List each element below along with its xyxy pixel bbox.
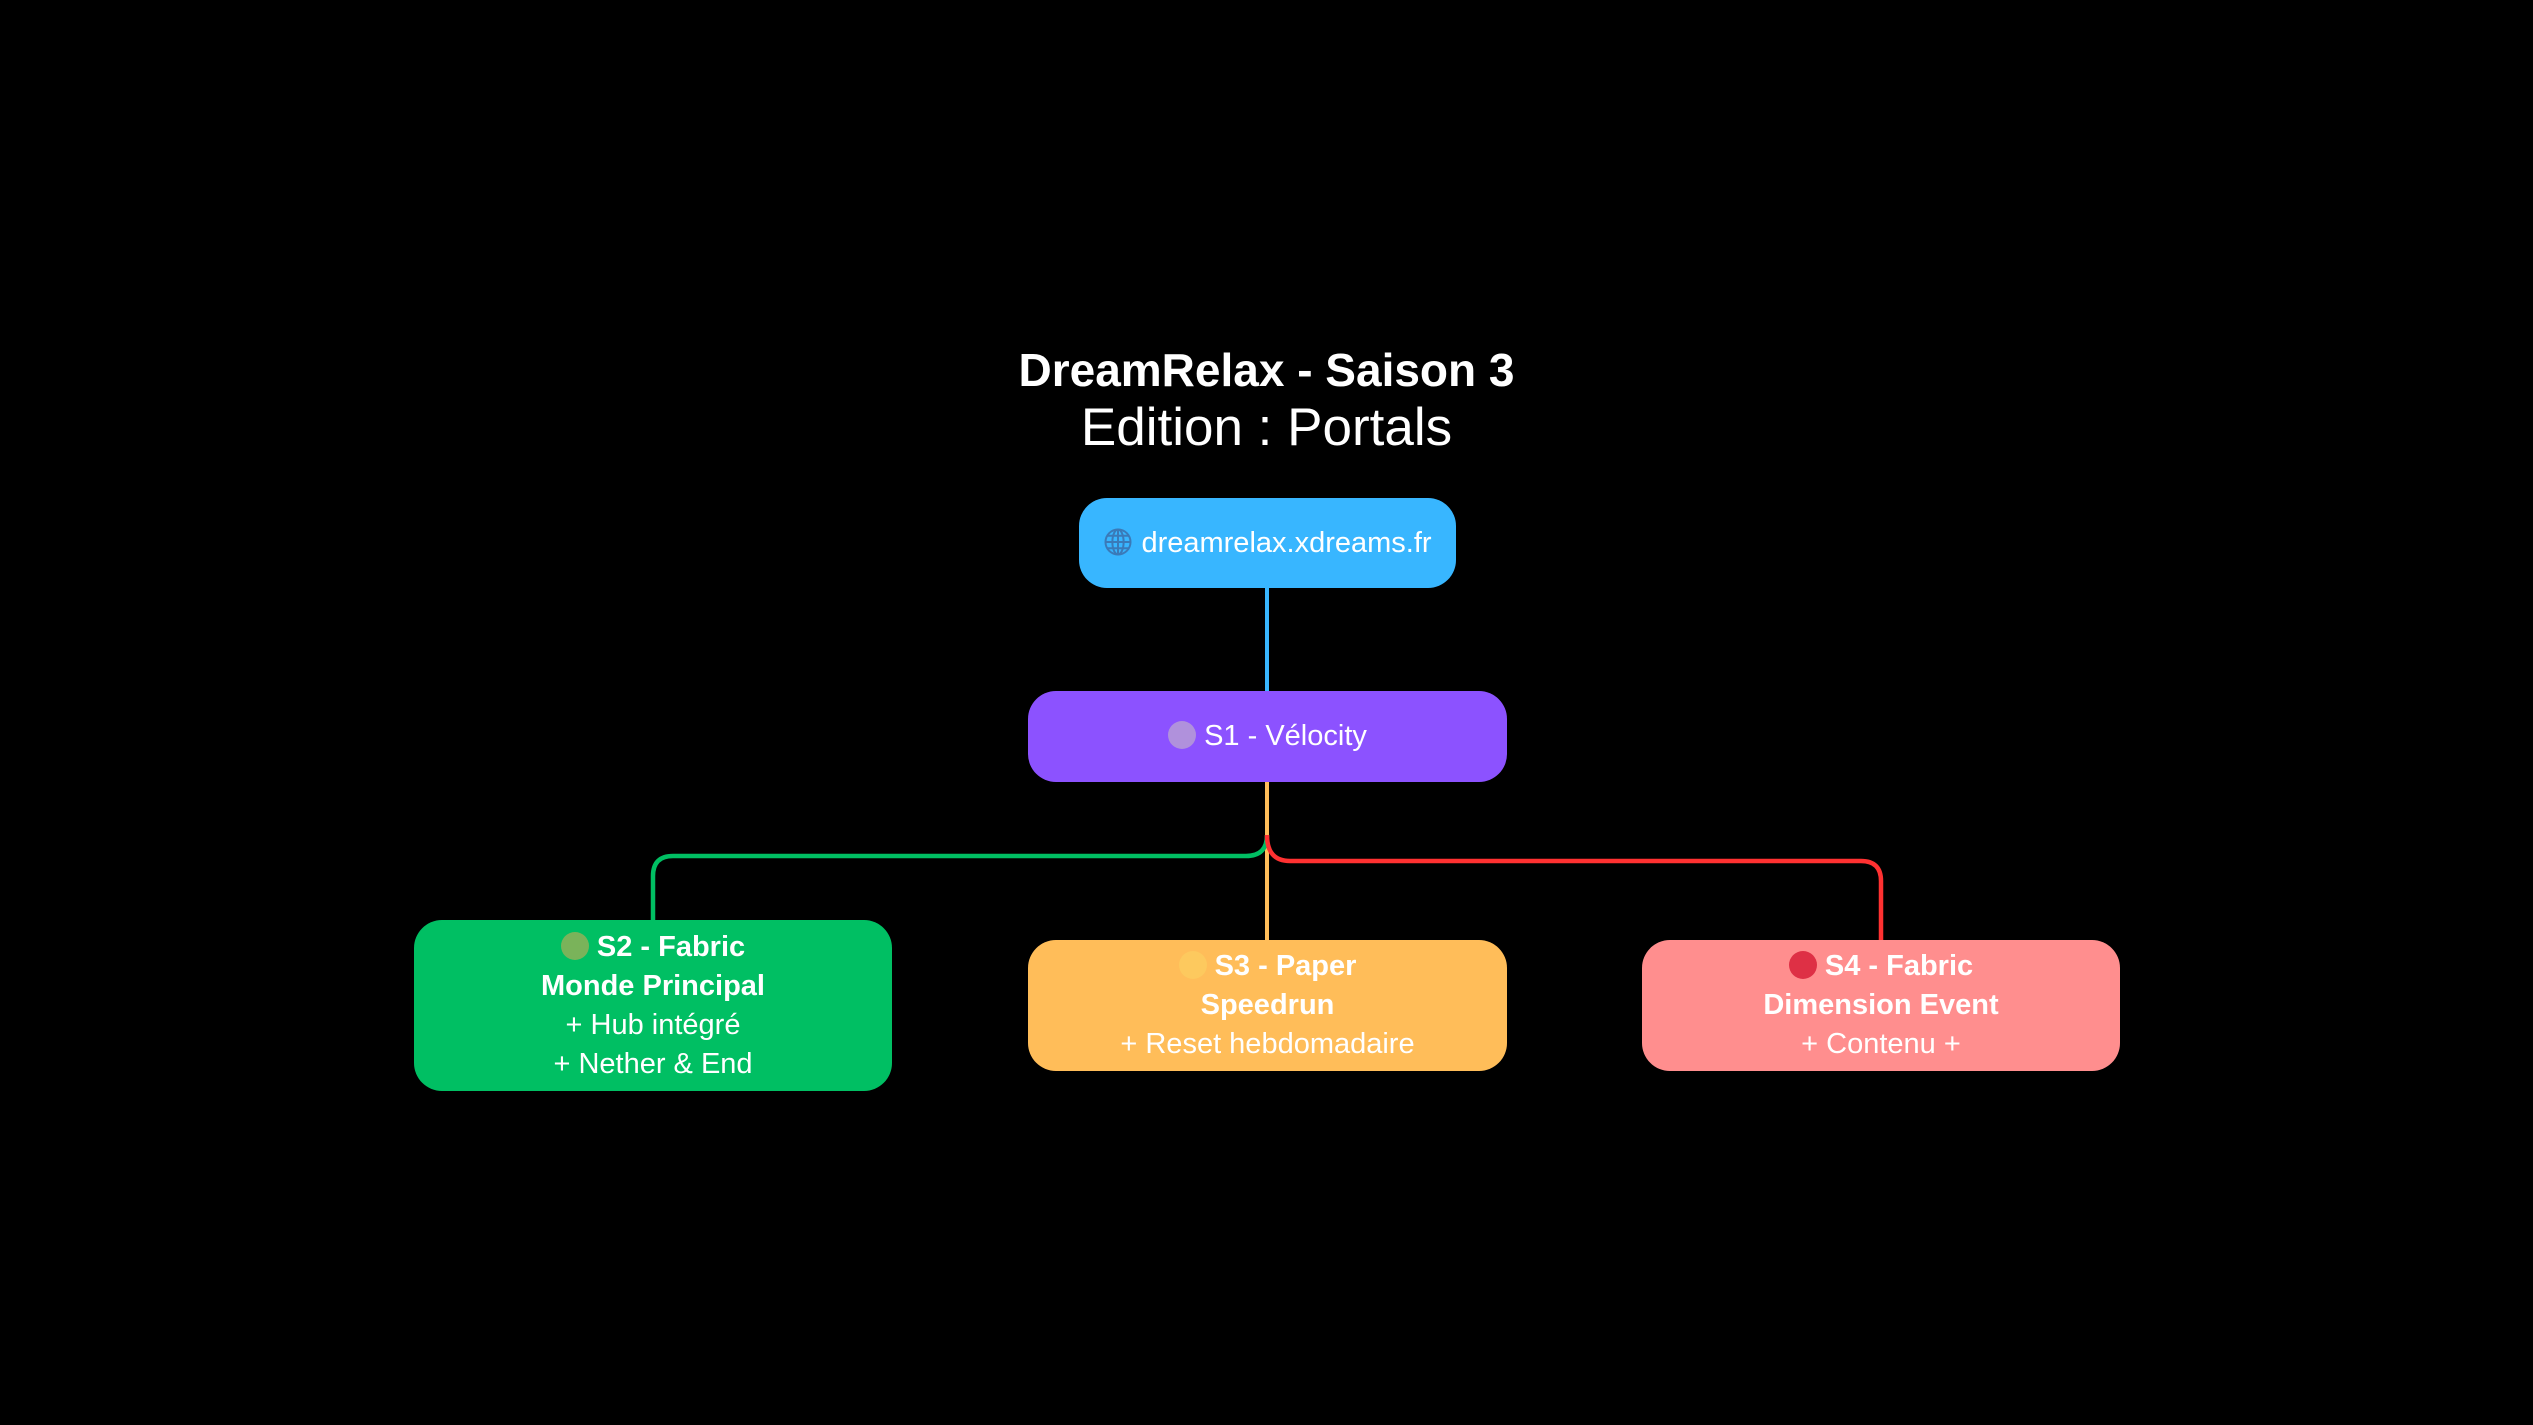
- s1-node-label: S1 - Vélocity: [1204, 720, 1367, 752]
- s2-node-line: + Nether & End: [553, 1047, 753, 1080]
- globe-icon: [1104, 528, 1132, 555]
- s4-node-subtitle: Dimension Event: [1763, 989, 1999, 1021]
- link-s1-s4: [1264, 834, 1884, 940]
- s4-node-title: S4 - Fabric: [1824, 950, 1974, 982]
- s4-node[interactable]: S4 - Fabric Dimension Event + Contenu +: [1642, 940, 2120, 1071]
- s3-node-title: S3 - Paper: [1214, 950, 1357, 982]
- circle-icon: [560, 931, 589, 960]
- root-node-website[interactable]: dreamrelax.xdreams.fr: [1079, 498, 1456, 588]
- s4-node-line: + Contenu +: [1801, 1028, 1961, 1060]
- s3-node-line: + Reset hebdomadaire: [1120, 1028, 1415, 1060]
- diagram-title: DreamRelax - Saison 3: [1018, 344, 1515, 396]
- link-s1-s2: [650, 834, 1270, 920]
- circle-icon: [1788, 951, 1817, 979]
- s3-node-subtitle: Speedrun: [1200, 989, 1335, 1021]
- s2-node[interactable]: S2 - Fabric Monde Principal + Hub intégr…: [414, 920, 892, 1091]
- s2-node-line: + Hub intégré: [565, 1008, 741, 1041]
- circle-icon: [1178, 951, 1207, 979]
- s2-node-title: S2 - Fabric: [596, 930, 746, 963]
- s3-node[interactable]: S3 - Paper Speedrun + Reset hebdomadaire: [1028, 940, 1507, 1071]
- root-node-label: dreamrelax.xdreams.fr: [1141, 526, 1432, 559]
- s2-node-subtitle: Monde Principal: [541, 969, 765, 1002]
- s1-node[interactable]: S1 - Vélocity: [1028, 691, 1507, 782]
- circle-icon: [1168, 721, 1197, 749]
- diagram-subtitle: Edition : Portals: [1080, 398, 1453, 457]
